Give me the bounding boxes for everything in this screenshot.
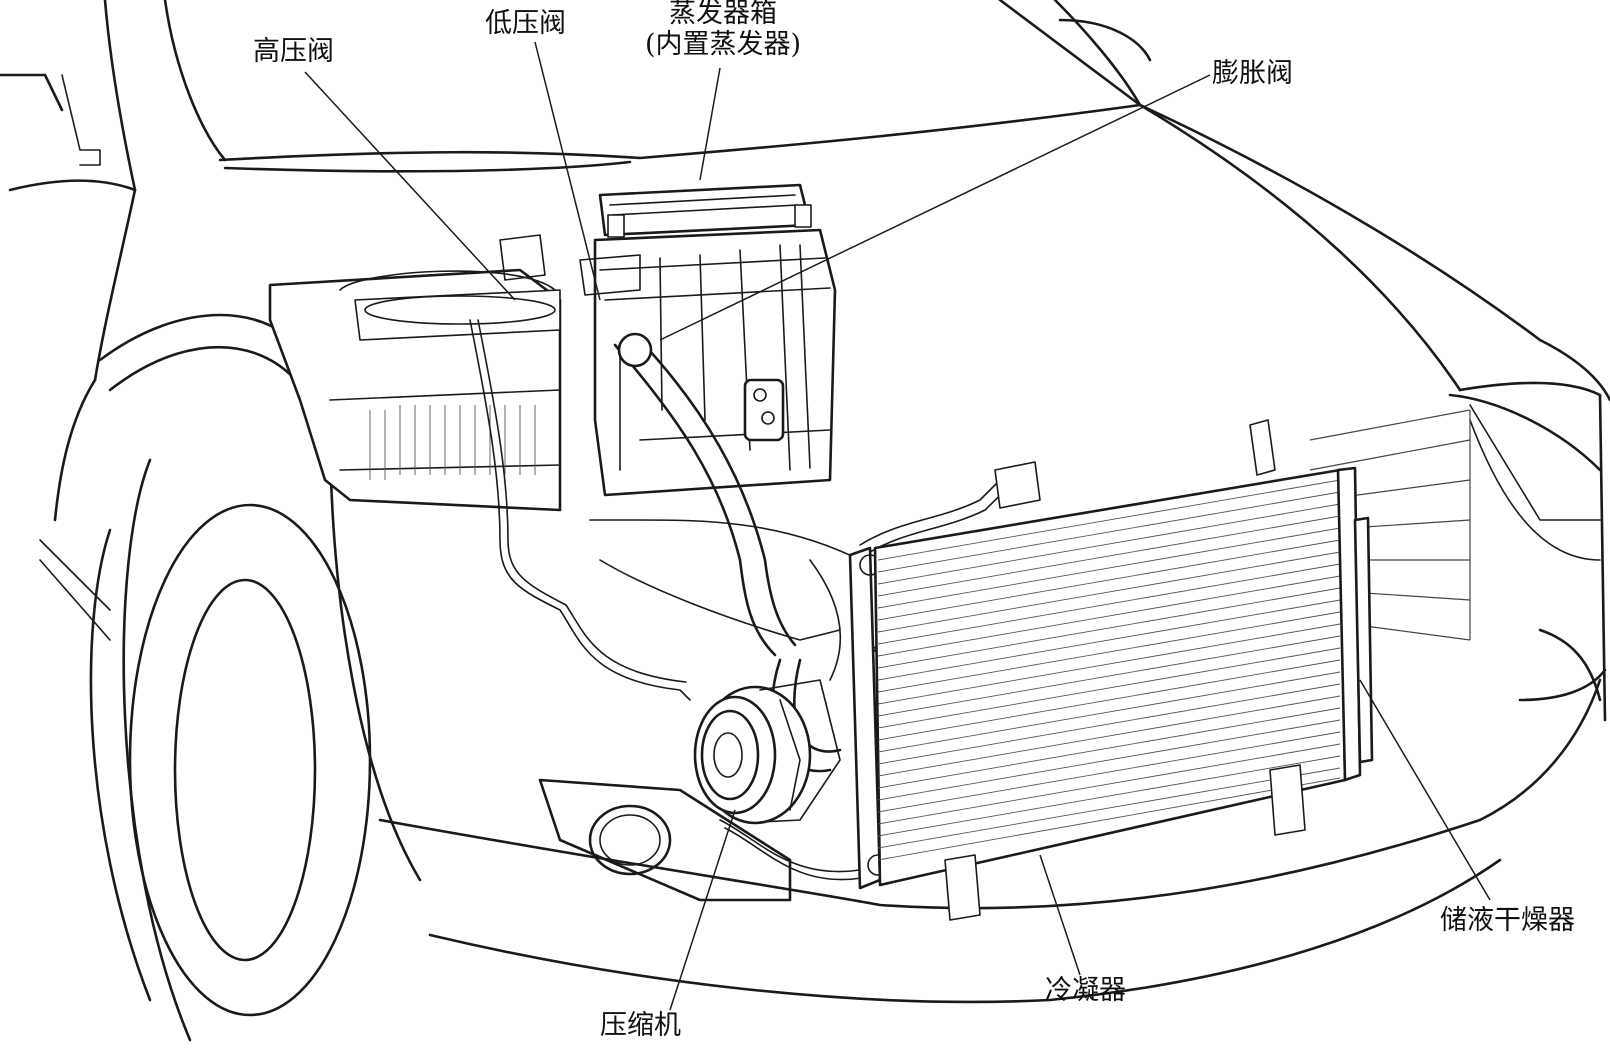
label-expansion-valve: 膨胀阀: [1212, 58, 1293, 89]
label-receiver-drier: 储液干燥器: [1440, 905, 1575, 936]
condenser: [848, 419, 1374, 921]
label-low-pressure-valve: 低压阀: [485, 8, 566, 39]
label-condenser: 冷凝器: [1045, 975, 1126, 1006]
label-evaporator-box: 蒸发器箱 (内置蒸发器): [645, 0, 801, 60]
label-evaporator-box-line1: 蒸发器箱: [669, 0, 778, 29]
label-evaporator-box-line2: (内置蒸发器): [645, 29, 802, 61]
leader-lines: [304, 41, 1491, 1011]
compressor: [693, 679, 841, 825]
label-compressor: 压缩机: [600, 1010, 681, 1041]
evaporator-box: [268, 183, 837, 512]
label-high-pressure-valve: 高压阀: [253, 36, 334, 67]
